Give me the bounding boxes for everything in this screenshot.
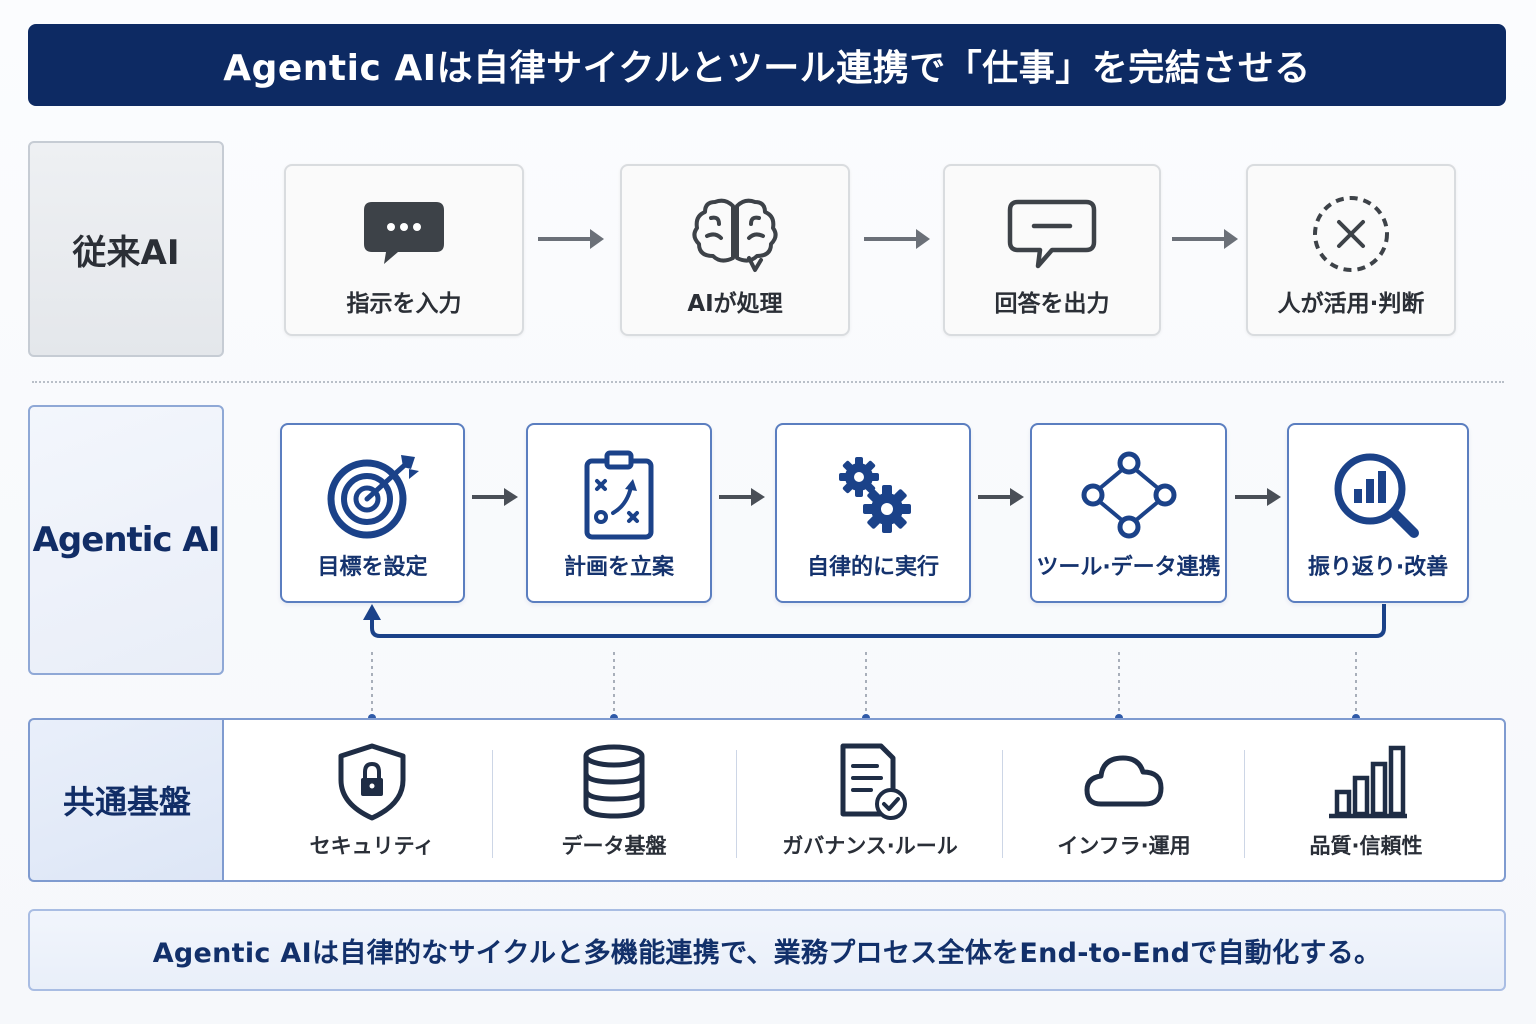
common-item-label: インフラ·運用 [1057, 834, 1191, 858]
trad-step-label: AIが処理 [687, 291, 783, 317]
gears-icon [839, 457, 911, 533]
chat-bubble-icon [364, 202, 444, 264]
agentic-step-plan: 計画を立案 [526, 423, 712, 603]
trad-step-input: 指示を入力 [284, 164, 524, 336]
row-label-traditional-ai: 従来AI [28, 141, 224, 357]
column-separator [1002, 750, 1003, 858]
summary-banner: Agentic AIは自律的なサイクルと多機能連携で、業務プロセス全体をEnd-… [28, 909, 1506, 991]
agentic-step-review: 振り返り·改善 [1287, 423, 1469, 603]
bar-chart-icon [1329, 745, 1407, 819]
common-item-label: データ基盤 [561, 834, 667, 858]
arrow-right-icon [864, 229, 930, 249]
column-separator [1244, 750, 1245, 858]
arrow-right-icon [538, 229, 604, 249]
common-platform-panel: セキュリティ データ基盤 [222, 718, 1506, 882]
trad-step-label: 指示を入力 [346, 291, 462, 317]
common-item-governance: ガバナンス·ルール [738, 720, 1002, 880]
common-item-quality: 品質·信頼性 [1246, 720, 1486, 880]
agentic-step-label: 振り返り·改善 [1307, 555, 1449, 580]
arrow-right-icon [978, 488, 1024, 506]
column-separator [492, 750, 493, 858]
trad-step-process: AIが処理 [620, 164, 850, 336]
agentic-step-integration: ツール·データ連携 [1030, 423, 1227, 603]
summary-text: Agentic AIは自律的なサイクルと多機能連携で、業務プロセス全体をEnd-… [152, 937, 1382, 969]
network-icon [1081, 451, 1176, 539]
trad-step-label: 回答を出力 [994, 291, 1110, 317]
common-item-infrastructure: インフラ·運用 [1004, 720, 1244, 880]
arrow-right-icon [719, 488, 765, 506]
arrow-right-icon [1235, 488, 1281, 506]
arrow-right-icon [1172, 229, 1238, 249]
cross-circle-icon [1313, 196, 1389, 272]
common-item-label: 品質·信頼性 [1309, 834, 1423, 858]
agentic-step-execute: 自律的に実行 [775, 423, 971, 603]
trad-step-output: 回答を出力 [943, 164, 1161, 336]
cloud-icon [1084, 755, 1164, 807]
document-check-icon [840, 743, 907, 820]
row-label-common-platform: 共通基盤 [28, 718, 224, 882]
section-divider [32, 381, 1504, 383]
agentic-step-label: ツール·データ連携 [1036, 555, 1221, 580]
row-label-agentic-ai: Agentic AI [28, 405, 224, 675]
database-icon [583, 744, 645, 819]
shield-lock-icon [338, 743, 406, 821]
title-banner: Agentic AIは自律サイクルとツール連携で「仕事」を完結させる [28, 24, 1506, 106]
column-separator [736, 750, 737, 858]
common-item-data-platform: データ基盤 [494, 720, 734, 880]
trad-step-label: 人が活用·判断 [1277, 291, 1425, 317]
page-title: Agentic AIは自律サイクルとツール連携で「仕事」を完結させる [223, 48, 1311, 89]
common-item-label: セキュリティ [309, 834, 435, 858]
target-icon [327, 455, 419, 539]
common-item-security: セキュリティ [254, 720, 490, 880]
agentic-step-goal: 目標を設定 [280, 423, 465, 603]
analytics-search-icon [1334, 453, 1419, 538]
trad-step-human: 人が活用·判断 [1246, 164, 1456, 336]
clipboard-plan-icon [584, 450, 654, 540]
brain-icon [692, 198, 778, 272]
arrow-right-icon [472, 488, 518, 506]
speech-bubble-icon [1007, 199, 1097, 269]
agentic-step-label: 計画を立案 [563, 555, 674, 580]
agentic-step-label: 目標を設定 [317, 555, 428, 580]
common-item-label: ガバナンス·ルール [782, 834, 958, 858]
agentic-step-label: 自律的に実行 [806, 555, 939, 580]
